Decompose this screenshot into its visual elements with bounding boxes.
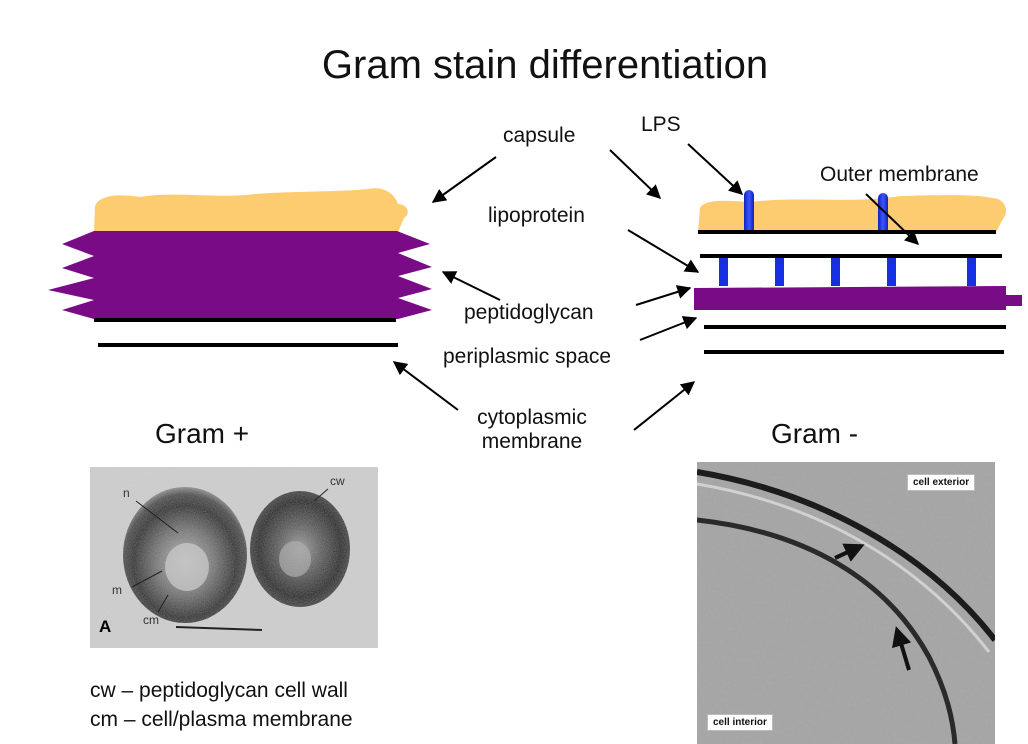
label-cytoplasmic-line1: cytoplasmic: [477, 406, 587, 429]
micrograph-label-cw: cw: [330, 474, 345, 488]
arrow-cytoplasmic-right: [633, 381, 696, 431]
arrow-cytoplasmic-left: [392, 361, 459, 411]
gram-positive-micrograph: n cw m cm A: [90, 467, 378, 648]
lipoprotein-rod: [831, 258, 840, 286]
micrograph-label-m: m: [112, 583, 122, 597]
gram-positive-title: Gram +: [155, 418, 250, 449]
label-lps: LPS: [641, 113, 681, 136]
micrograph-panel-label: A: [99, 617, 112, 636]
arrow-periplasmic-space: [639, 316, 698, 341]
label-capsule: capsule: [503, 124, 576, 147]
gram-positive-legend: cw – peptidoglycan cell wall cm – cell/p…: [90, 676, 353, 735]
micrograph-label-cell-exterior: cell exterior: [907, 474, 976, 491]
arrow-peptidoglycan-right: [635, 285, 692, 306]
micrograph-label-cm: cm: [143, 613, 159, 627]
legend-item-cw: cw – peptidoglycan cell wall: [90, 679, 348, 702]
arrow-peptidoglycan-left: [441, 271, 501, 301]
micrograph-label-n: n: [123, 486, 130, 500]
lipoprotein-rod: [775, 258, 784, 286]
arrow-outer-membrane: [865, 193, 920, 245]
label-lipoprotein: lipoprotein: [488, 204, 585, 227]
label-outer-membrane: Outer membrane: [820, 163, 979, 186]
arrow-lipoprotein: [627, 229, 700, 273]
page-title: Gram stain differentiation: [321, 43, 769, 87]
lipoprotein-rod: [967, 258, 976, 286]
gram-negative-capsule: [698, 195, 1006, 232]
gram-positive-capsule: [94, 188, 408, 232]
gram-negative-micrograph: cell exterior cell interior: [697, 462, 995, 744]
label-periplasmic-space: periplasmic space: [443, 345, 612, 368]
label-cytoplasmic-membrane: cytoplasmic membrane: [462, 406, 602, 454]
lps-rod: [878, 193, 888, 234]
gram-negative-title: Gram -: [771, 418, 859, 449]
label-peptidoglycan: peptidoglycan: [464, 301, 594, 324]
label-cytoplasmic-line2: membrane: [481, 430, 583, 454]
arrow-capsule-left: [431, 156, 497, 203]
arrow-capsule-right: [609, 149, 662, 199]
micrograph-label-cell-interior: cell interior: [707, 714, 773, 731]
lps-rod: [744, 190, 754, 234]
lipoprotein-rod: [719, 258, 728, 286]
legend-item-cm: cm – cell/plasma membrane: [90, 708, 353, 732]
lipoprotein-rod: [887, 258, 896, 286]
arrow-lps: [687, 143, 744, 195]
gram-positive-peptidoglycan: [48, 231, 432, 319]
gram-negative-peptidoglycan: [694, 286, 1022, 310]
